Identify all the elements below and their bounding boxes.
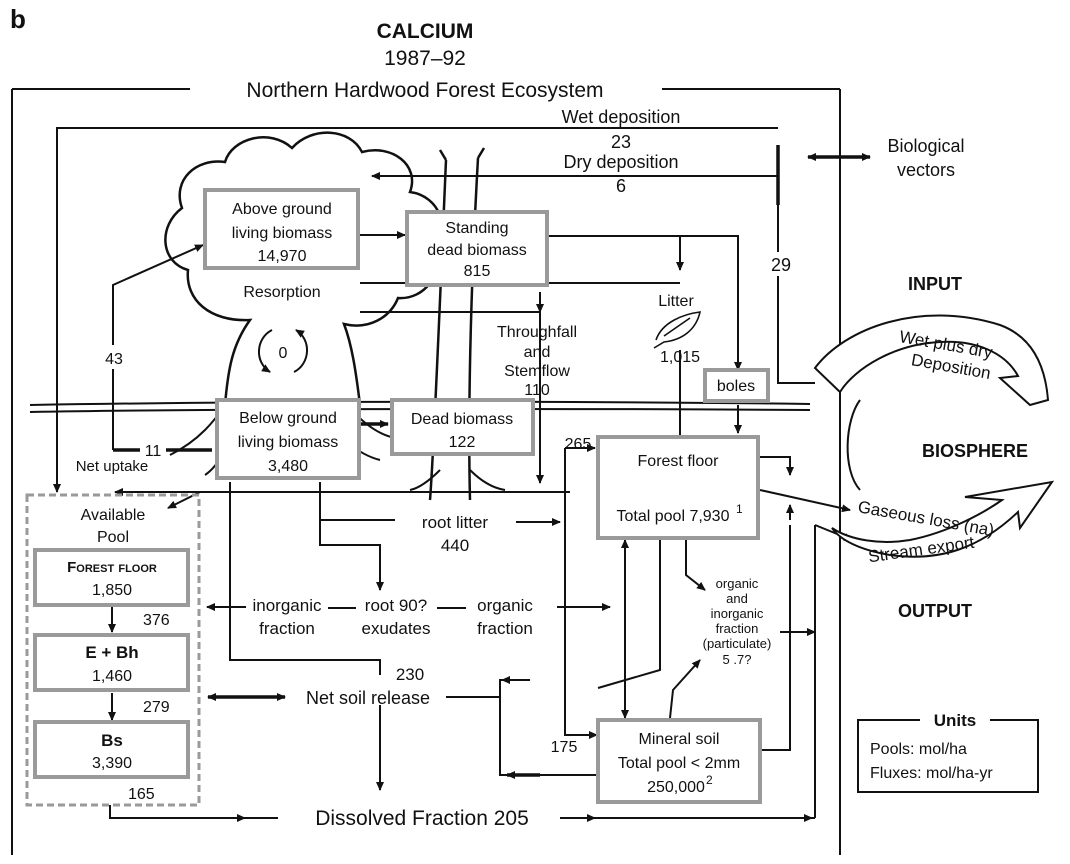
mineral-soil-box: Mineral soil Total pool < 2mm 250,000 2 (598, 720, 760, 802)
svg-text:1,850: 1,850 (92, 582, 132, 599)
svg-text:fraction: fraction (716, 621, 759, 636)
gaseous-loss-label: Gaseous loss (na) (856, 497, 995, 540)
svg-text:Fluxes: mol/ha-yr: Fluxes: mol/ha-yr (870, 765, 993, 782)
svg-text:Total pool 7,930: Total pool 7,930 (617, 508, 730, 525)
svg-text:fraction: fraction (259, 619, 315, 638)
root-exudates-label: root 90? (365, 596, 427, 615)
svg-text:Above ground: Above ground (232, 201, 332, 218)
svg-text:Pool: Pool (97, 529, 129, 546)
inorganic-fraction-label: inorganic (253, 596, 322, 615)
standing-dead-box: Standing dead biomass 815 (407, 212, 547, 285)
dead-biomass-box: Dead biomass 122 (392, 400, 533, 454)
svg-text:1,460: 1,460 (92, 668, 132, 685)
svg-text:Dead biomass: Dead biomass (411, 411, 513, 428)
forest-floor-flux-value: 265 (565, 436, 592, 453)
svg-text:14,970: 14,970 (258, 248, 307, 265)
svg-text:exudates: exudates (362, 619, 431, 638)
svg-text:living biomass: living biomass (232, 225, 332, 242)
boles-box: boles (705, 370, 768, 401)
total-input-value: 29 (771, 255, 791, 275)
svg-text:Standing: Standing (445, 220, 508, 237)
svg-text:279: 279 (143, 699, 170, 716)
svg-text:dead biomass: dead biomass (427, 242, 527, 259)
svg-text:Below ground: Below ground (239, 410, 337, 427)
svg-text:Pools: mol/ha: Pools: mol/ha (870, 741, 967, 758)
svg-text:Forest floor: Forest floor (638, 453, 720, 470)
svg-text:inorganic: inorganic (711, 606, 764, 621)
net-soil-release-label: Net soil release (306, 688, 430, 708)
resorption-label: Resorption (243, 284, 320, 301)
panel-letter: b (10, 4, 26, 34)
svg-text:Total pool < 2mm: Total pool < 2mm (618, 755, 740, 772)
svg-text:2: 2 (706, 773, 713, 787)
dry-deposition-value: 6 (616, 176, 626, 196)
throughfall-value: 110 (524, 382, 550, 399)
ecosystem-label: Northern Hardwood Forest Ecosystem (246, 79, 603, 102)
svg-text:living biomass: living biomass (238, 434, 338, 451)
available-pool: Available Pool Forest floor 1,850 376 E … (27, 495, 199, 805)
svg-text:Units: Units (934, 711, 977, 730)
svg-text:boles: boles (717, 378, 755, 395)
litter-label: Litter (658, 293, 694, 310)
svg-text:Available: Available (81, 507, 146, 524)
svg-text:250,000: 250,000 (647, 779, 705, 796)
mineral-soil-flux-value: 175 (551, 739, 578, 756)
svg-text:165: 165 (128, 786, 155, 803)
diagram-title: CALCIUM (377, 20, 474, 43)
forest-floor-box: Forest floor Total pool 7,930 1 (598, 437, 758, 538)
leaf-icon (654, 312, 700, 348)
biosphere-label: BIOSPHERE (922, 441, 1028, 461)
net-soil-release-value: 230 (396, 665, 424, 684)
svg-text:(particulate): (particulate) (703, 636, 772, 651)
litter-value: 1,015 (660, 349, 700, 366)
svg-text:122: 122 (449, 434, 476, 451)
svg-text:Bs: Bs (101, 731, 123, 750)
throughfall-label: Throughfall (497, 324, 577, 341)
svg-text:Stemflow: Stemflow (504, 363, 570, 380)
svg-text:3,390: 3,390 (92, 755, 132, 772)
wet-deposition-value: 23 (611, 132, 631, 152)
svg-text:fraction: fraction (477, 619, 533, 638)
svg-text:3,480: 3,480 (268, 458, 308, 475)
above-ground-box: Above ground living biomass 14,970 (205, 190, 358, 268)
svg-text:E + Bh: E + Bh (85, 643, 138, 662)
svg-text:Forest floor: Forest floor (67, 559, 157, 576)
resorption-value: 0 (279, 345, 288, 362)
svg-text:and: and (726, 591, 748, 606)
uptake-above-value: 43 (105, 351, 123, 368)
net-uptake-label: Net uptake (76, 458, 149, 475)
dry-deposition-label: Dry deposition (563, 152, 678, 172)
biological-vectors-label-2: vectors (897, 160, 955, 180)
svg-text:376: 376 (143, 612, 170, 629)
svg-text:1: 1 (736, 502, 743, 516)
organic-fraction-label: organic (477, 596, 533, 615)
svg-text:and: and (524, 344, 551, 361)
output-label: OUTPUT (898, 601, 972, 621)
diagram-years: 1987–92 (384, 47, 466, 70)
wet-deposition-label: Wet deposition (562, 107, 681, 127)
input-label: INPUT (908, 274, 962, 294)
particulate-value: 5 .7? (723, 652, 752, 667)
biological-vectors-label: Biological (887, 136, 964, 156)
root-litter-label: root litter (422, 513, 488, 532)
dissolved-fraction-label: Dissolved Fraction 205 (315, 807, 529, 830)
svg-text:Mineral soil: Mineral soil (639, 731, 720, 748)
units-legend: Units Pools: mol/ha Fluxes: mol/ha-yr (858, 710, 1038, 792)
svg-text:815: 815 (464, 263, 491, 280)
root-litter-value: 440 (441, 536, 469, 555)
below-ground-box: Below ground living biomass 3,480 (217, 400, 359, 478)
particulate-fraction-label: organic (716, 576, 759, 591)
